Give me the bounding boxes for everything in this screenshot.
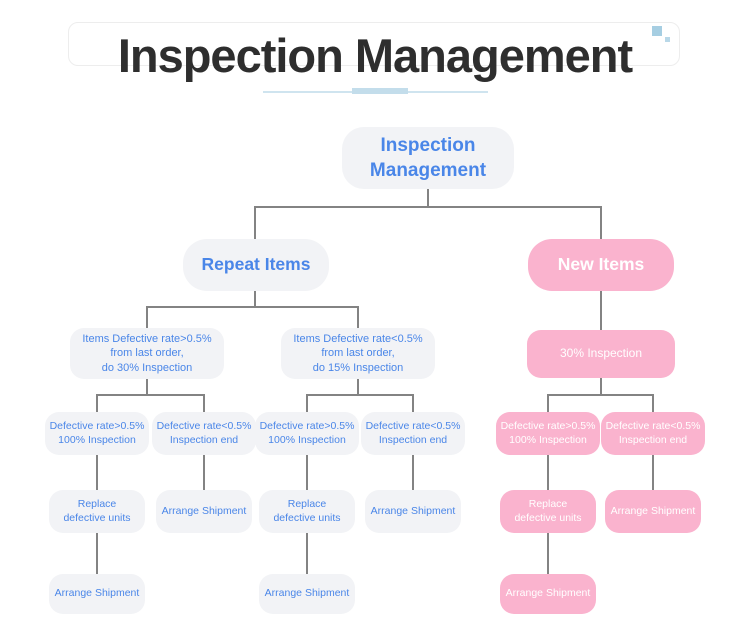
node-rh-defect-low: Defective rate<0.5% Inspection end [152, 412, 256, 455]
node-repeat-high-rate: Items Defective rate>0.5% from last orde… [70, 328, 224, 379]
connector [306, 379, 414, 412]
node-rh-defect-high: Defective rate>0.5% 100% Inspection [45, 412, 149, 455]
node-rl-defect-low: Defective rate<0.5% Inspection end [361, 412, 465, 455]
page-title: Inspection Management [117, 29, 633, 82]
node-rh-ship: Arrange Shipment [156, 490, 252, 533]
node-repeat-items: Repeat Items [183, 239, 329, 291]
node-rl-defect-high: Defective rate>0.5% 100% Inspection [255, 412, 359, 455]
node-rh-final-ship: Arrange Shipment [49, 574, 145, 614]
node-ni-final-ship: Arrange Shipment [500, 574, 596, 614]
connector [96, 455, 654, 490]
title-card [68, 22, 680, 66]
node-root: Inspection Management [342, 127, 514, 189]
node-rh-replace: Replace defective units [49, 490, 145, 533]
corner-square-small-icon [665, 37, 670, 42]
node-repeat-low-rate: Items Defective rate<0.5% from last orde… [281, 328, 435, 379]
node-new-30-inspection: 30% Inspection [527, 330, 675, 378]
corner-square-icon [652, 26, 662, 36]
connector [96, 379, 205, 412]
title-underline-accent [352, 88, 408, 94]
node-ni-defect-high: Defective rate>0.5% 100% Inspection [496, 412, 600, 455]
node-ni-replace: Replace defective units [500, 490, 596, 533]
node-ni-ship: Arrange Shipment [605, 490, 701, 533]
connector [146, 291, 359, 328]
connector [96, 533, 549, 574]
node-rl-ship: Arrange Shipment [365, 490, 461, 533]
connector [547, 378, 654, 412]
node-rl-replace: Replace defective units [259, 490, 355, 533]
node-new-items: New Items [528, 239, 674, 291]
node-ni-defect-low: Defective rate<0.5% Inspection end [601, 412, 705, 455]
node-rl-final-ship: Arrange Shipment [259, 574, 355, 614]
connector [254, 189, 602, 239]
